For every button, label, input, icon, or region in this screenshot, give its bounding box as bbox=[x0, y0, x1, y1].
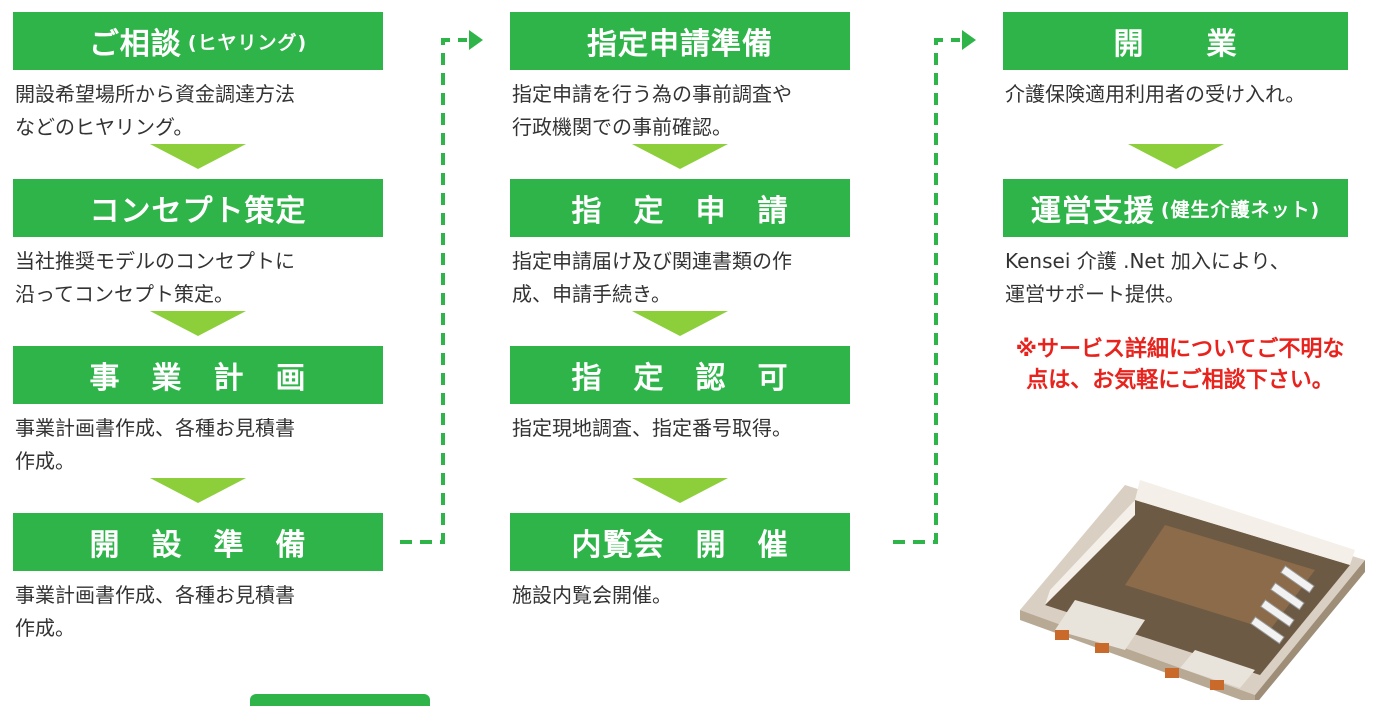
step-title: 運営支援 bbox=[1030, 194, 1155, 229]
arrow-right-icon bbox=[962, 30, 976, 50]
step-box-opening: 開 業 bbox=[1003, 12, 1348, 70]
step-box-business-plan: 事 業 計 画 bbox=[13, 346, 383, 404]
step-opening: 開 業 介護保険適用利用者の受け入れ。 bbox=[1003, 12, 1348, 144]
down-arrow-icon bbox=[632, 478, 728, 503]
connector-col2-to-col3 bbox=[893, 30, 976, 544]
step-title: 内覧会 開 催 bbox=[571, 528, 789, 563]
step-title: 開 設 準 備 bbox=[89, 528, 307, 563]
step-box-approval: 指 定 認 可 bbox=[510, 346, 850, 404]
step-title: コンセプト策定 bbox=[89, 194, 307, 229]
step-desc: 指定現地調査、指定番号取得。 bbox=[512, 416, 792, 440]
step-box-consultation: ご相談(ヒヤリング) bbox=[13, 12, 383, 70]
step-desc: 指定申請を行う為の事前調査や 行政機関での事前確認。 bbox=[512, 82, 792, 139]
step-application: 指 定 申 請 指定申請届け及び関連書類の作 成、申請手続き。 bbox=[510, 179, 850, 311]
down-arrow-icon bbox=[150, 311, 246, 336]
step-box-preview-event: 内覧会 開 催 bbox=[510, 513, 850, 571]
inquiry-note: ※サービス詳細についてご不明な 点は、お気軽にご相談下さい。 bbox=[1015, 337, 1345, 393]
step-box-application-prep: 指定申請準備 bbox=[510, 12, 850, 70]
step-box-opening-prep: 開 設 準 備 bbox=[13, 513, 383, 571]
step-desc: 事業計画書作成、各種お見積書 作成。 bbox=[15, 416, 295, 473]
column-operation: 開 業 介護保険適用利用者の受け入れ。 運営支援(健生介護ネット) Kensei… bbox=[1003, 12, 1348, 311]
step-application-prep: 指定申請準備 指定申請を行う為の事前調査や 行政機関での事前確認。 bbox=[510, 12, 850, 144]
step-desc: 事業計画書作成、各種お見積書 作成。 bbox=[15, 583, 295, 640]
bottom-tab-bar bbox=[250, 694, 430, 706]
down-arrow-icon bbox=[150, 144, 246, 169]
step-title: 指定申請準備 bbox=[587, 27, 773, 62]
step-title: 指 定 認 可 bbox=[571, 361, 789, 396]
step-concept: コンセプト策定 当社推奨モデルのコンセプトに 沿ってコンセプト策定。 bbox=[13, 179, 383, 311]
column-consultation: ご相談(ヒヤリング) 開設希望場所から資金調達方法 などのヒヤリング。 コンセプ… bbox=[13, 12, 383, 645]
step-desc: Kensei 介護 .Net 加入により、 運営サポート提供。 bbox=[1005, 249, 1290, 306]
down-arrow-icon bbox=[632, 144, 728, 169]
connector-col1-to-col2 bbox=[400, 30, 483, 544]
step-title: 開 業 bbox=[1113, 27, 1238, 62]
step-desc: 介護保険適用利用者の受け入れ。 bbox=[1005, 82, 1306, 106]
step-title-sub: (健生介護ネット) bbox=[1160, 198, 1321, 221]
step-title: 指 定 申 請 bbox=[571, 194, 789, 229]
step-desc: 開設希望場所から資金調達方法 などのヒヤリング。 bbox=[15, 82, 295, 139]
down-arrow-icon bbox=[1127, 144, 1224, 169]
step-business-plan: 事 業 計 画 事業計画書作成、各種お見積書 作成。 bbox=[13, 346, 383, 478]
step-box-operation-support: 運営支援(健生介護ネット) bbox=[1003, 179, 1348, 237]
step-desc: 指定申請届け及び関連書類の作 成、申請手続き。 bbox=[512, 249, 792, 306]
step-box-concept: コンセプト策定 bbox=[13, 179, 383, 237]
arrow-right-icon bbox=[469, 30, 483, 50]
step-desc: 施設内覧会開催。 bbox=[512, 583, 672, 607]
step-approval: 指 定 認 可 指定現地調査、指定番号取得。 bbox=[510, 346, 850, 478]
building-floorplan-icon bbox=[1020, 480, 1365, 700]
step-title: 事 業 計 画 bbox=[89, 361, 307, 396]
step-title: ご相談 bbox=[88, 27, 182, 62]
step-consultation: ご相談(ヒヤリング) 開設希望場所から資金調達方法 などのヒヤリング。 bbox=[13, 12, 383, 144]
step-box-application: 指 定 申 請 bbox=[510, 179, 850, 237]
column-application: 指定申請準備 指定申請を行う為の事前調査や 行政機関での事前確認。 指 定 申 … bbox=[510, 12, 850, 645]
step-opening-prep: 開 設 準 備 事業計画書作成、各種お見積書 作成。 bbox=[13, 513, 383, 645]
down-arrow-icon bbox=[150, 478, 246, 503]
step-desc: 当社推奨モデルのコンセプトに 沿ってコンセプト策定。 bbox=[15, 249, 295, 306]
step-operation-support: 運営支援(健生介護ネット) Kensei 介護 .Net 加入により、 運営サポ… bbox=[1003, 179, 1348, 311]
step-preview-event: 内覧会 開 催 施設内覧会開催。 bbox=[510, 513, 850, 645]
step-title-sub: (ヒヤリング) bbox=[187, 31, 308, 54]
down-arrow-icon bbox=[632, 311, 728, 336]
